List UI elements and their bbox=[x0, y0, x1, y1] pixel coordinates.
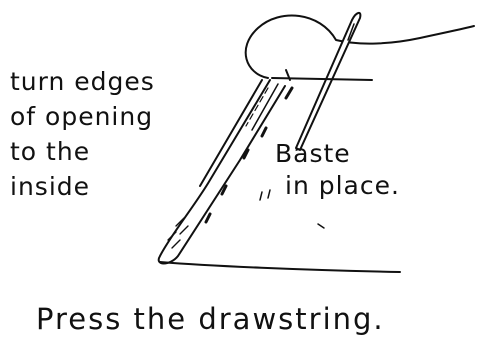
instruction-baste: Baste in place. bbox=[275, 138, 400, 202]
thread-icon bbox=[246, 16, 474, 79]
basting-stitches bbox=[168, 88, 292, 248]
caption: Press the drawstring. bbox=[36, 302, 385, 336]
instruction-line: Baste bbox=[275, 138, 400, 170]
needle-icon bbox=[296, 13, 360, 150]
instruction-line: to the bbox=[10, 134, 155, 169]
instruction-line: inside bbox=[10, 169, 155, 204]
instruction-line: turn edges bbox=[10, 64, 155, 99]
instruction-line: of opening bbox=[10, 99, 155, 134]
instruction-line: in place. bbox=[285, 170, 400, 202]
instruction-turn-edges: turn edges of opening to the inside bbox=[10, 64, 155, 204]
